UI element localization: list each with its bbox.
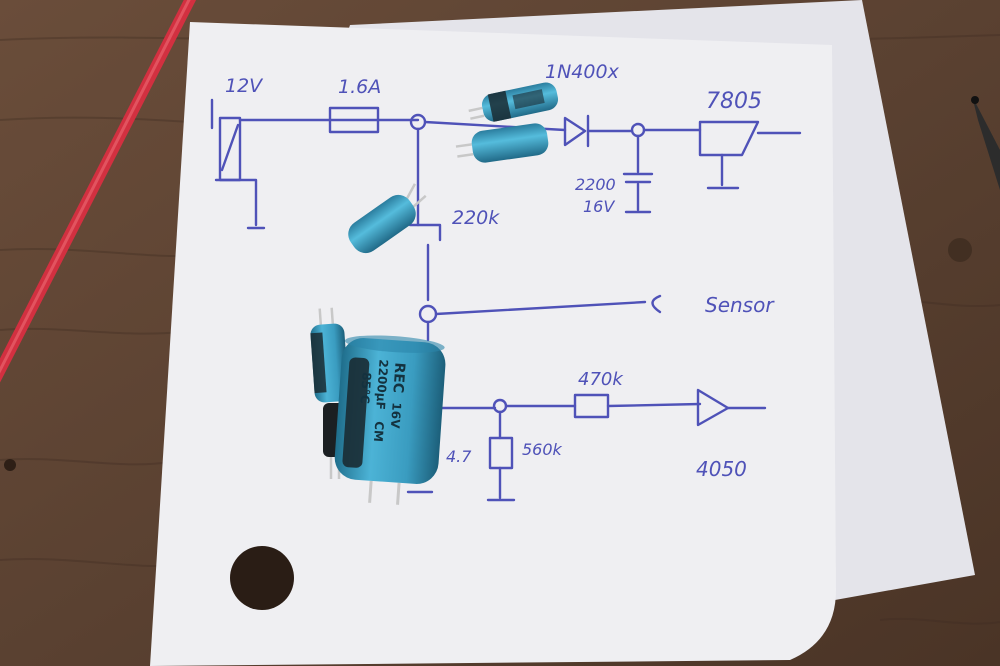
label-diode: 1N400x (545, 61, 620, 83)
label-resistor-bottom: 560k (522, 440, 563, 459)
label-chip: 4050 (696, 457, 747, 481)
label-resistor-mid: 470k (578, 369, 624, 390)
small-capacitor (468, 82, 559, 122)
wood-knot (4, 459, 16, 471)
paper-front-sheet (150, 22, 836, 666)
label-fuse: 1.6A (338, 76, 381, 98)
small-capacitor (310, 307, 349, 403)
schematic-ink (210, 98, 802, 502)
cap-voltage-text: 16V (388, 402, 404, 430)
label-cap-small: 4.7 (446, 447, 472, 466)
label-regulator: 7805 (706, 89, 762, 114)
small-capacitor (348, 183, 427, 254)
cap-brand-text: REC (389, 362, 407, 394)
label-resistor-top: 220k (452, 207, 500, 229)
punch-hole (230, 546, 294, 610)
label-voltage: 12V (225, 75, 264, 97)
label-sensor: Sensor (705, 293, 775, 317)
schematic-labels: 12V 1.6A 1N400x 7805 2200 16V 220k Senso… (225, 61, 775, 481)
cap-code-text: CM (371, 421, 386, 443)
label-cap-voltage: 16V (583, 197, 615, 216)
cap-temp-text: 85°C (358, 372, 374, 405)
big-capacitor: REC 16V 2200µF CM 85°C (334, 335, 446, 505)
label-cap-value: 2200 (575, 175, 616, 194)
small-capacitor (455, 123, 549, 163)
cap-capacitance-text: 2200µF (373, 359, 390, 410)
red-wire-highlight (0, 0, 191, 374)
pen-icon (971, 96, 1000, 190)
wood-knot (948, 238, 972, 262)
